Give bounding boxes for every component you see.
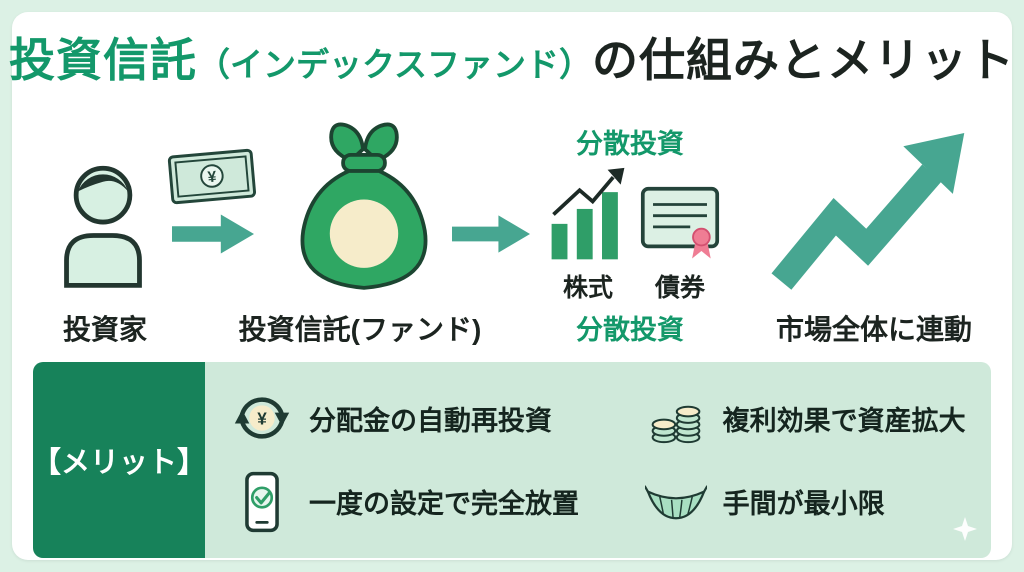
zigzag-up-arrow-icon xyxy=(770,130,970,294)
merit-label: 分配金の自動再投資 xyxy=(309,405,552,436)
merit-item: 複利効果で資産拡大 xyxy=(645,387,983,449)
merit-item: ¥ 分配金の自動再投資 xyxy=(231,387,645,449)
person-icon xyxy=(55,156,151,290)
arrow-right-icon xyxy=(452,214,530,254)
merits-header-box: 【メリット】 xyxy=(33,362,207,558)
title-highlight: 投資信託 xyxy=(8,34,197,86)
yen-bill-icon: ¥ xyxy=(166,146,258,207)
bar-chart-growth-icon xyxy=(546,166,630,264)
merit-label: 一度の設定で完全放置 xyxy=(309,489,579,520)
bonds-label: 債券 xyxy=(654,274,705,302)
phone-check-icon xyxy=(231,471,293,533)
reinvest-yen-symbol: ¥ xyxy=(257,409,267,429)
title-paren: （インデックスファンド） xyxy=(196,46,592,83)
merit-item: 手間が最小限 xyxy=(644,471,983,533)
stocks-label: 株式 xyxy=(562,274,613,302)
diversification-bottom-label: 分散投資 xyxy=(576,315,684,345)
merit-label: 手間が最小限 xyxy=(722,489,885,520)
reinvest-cycle-icon: ¥ xyxy=(231,387,293,449)
fund-label: 投資信託(ファンド) xyxy=(238,314,482,345)
investor-label: 投資家 xyxy=(62,314,147,345)
diversification-top-label: 分散投資 xyxy=(576,129,684,159)
page-title: 投資信託 （インデックスファンド） の仕組みとメリット xyxy=(0,24,1024,90)
hammock-icon xyxy=(644,471,707,533)
merit-label: 複利効果で資産拡大 xyxy=(722,405,966,436)
market-label: 市場全体に連動 xyxy=(775,314,972,345)
merits-section: 【メリット】 ¥ 分配金の自動再投資 xyxy=(33,362,991,558)
coin-stack-icon xyxy=(645,387,707,449)
arrow-right-icon xyxy=(172,214,254,254)
bill-yen-symbol: ¥ xyxy=(207,169,217,187)
money-bag-icon xyxy=(288,116,440,302)
merits-grid: ¥ 分配金の自動再投資 xyxy=(205,362,991,558)
title-rest: の仕組みとメリット xyxy=(592,34,1015,86)
certificate-icon xyxy=(640,184,720,266)
sparkle-icon xyxy=(953,517,977,546)
merits-header-label: 【メリット】 xyxy=(33,447,207,479)
merit-item: 一度の設定で完全放置 xyxy=(231,471,645,533)
